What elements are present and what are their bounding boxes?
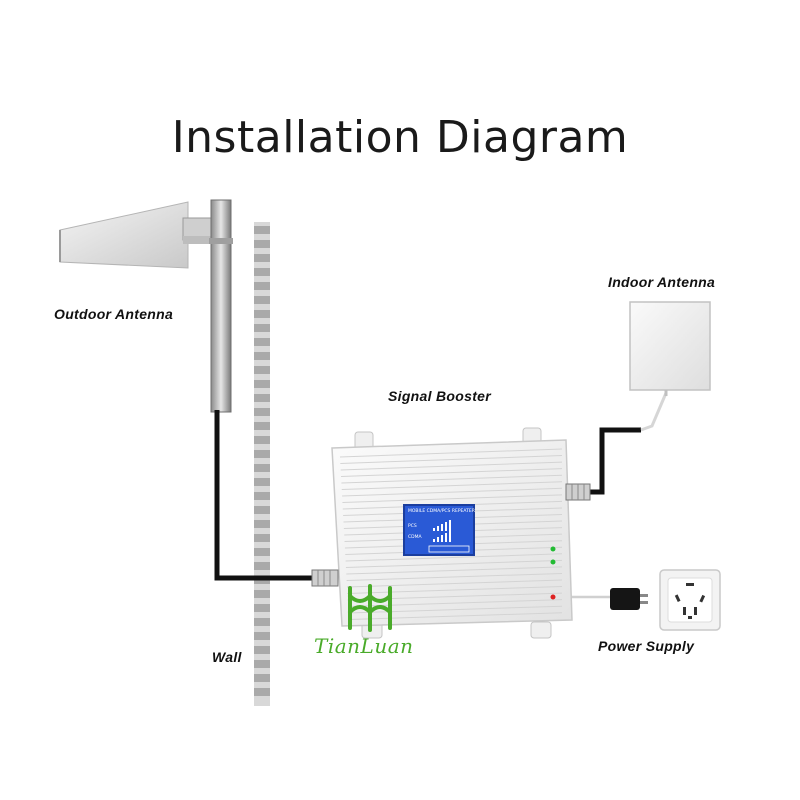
wall-segment [254,548,270,556]
booster-fin [348,605,563,614]
indoor-cable [584,427,641,495]
label-signal-booster: Signal Booster [388,388,491,404]
booster-fin [341,468,563,477]
wall-segment [254,646,270,654]
label-outdoor-antenna: Outdoor Antenna [54,306,174,322]
indoor-cable-thin [640,392,668,432]
wall-segment [254,660,270,668]
wall-segment [254,310,270,318]
wall-segment [254,338,270,346]
led-red [550,594,556,600]
wall-segment [254,604,270,612]
wall-segment [254,464,270,472]
lcd-band-pcs: PCS [408,524,417,529]
booster-fin [342,487,563,497]
outdoor-port-connector [311,569,339,587]
wall-segment [254,282,270,290]
booster-fin [346,572,563,581]
booster-fin [341,481,563,490]
label-indoor-antenna: Indoor Antenna [608,274,716,290]
wall-segment [254,688,270,696]
lcd-header: MOBILE CDMA/PCS REPEATER [408,509,475,514]
wall-segment [254,254,270,262]
wall [254,222,270,706]
cables [214,392,668,599]
wall-segment [254,534,270,542]
wall-segment [254,296,270,304]
wall-segment [254,436,270,444]
wall-segment [254,268,270,276]
brand-watermark: TianLuan [314,634,414,658]
wall-segment [254,478,270,486]
wall-segment [254,324,270,332]
booster-fin [345,553,563,562]
wall-segment [254,450,270,458]
wall-segment [254,380,270,388]
booster-fin [348,612,563,620]
booster-fin [345,559,563,568]
wall-segment [254,352,270,360]
brand-logo-icon [348,584,392,632]
indoor-antenna [629,301,711,396]
booster-fin [341,474,563,484]
wall-segment [254,674,270,682]
booster-lcd-display: MOBILE CDMA/PCS REPEATER PCS CDMA [403,504,475,556]
wall-segment [254,408,270,416]
outdoor-antenna [59,199,233,413]
power-socket [659,569,721,631]
label-wall: Wall [212,649,242,665]
booster-fin [346,566,563,575]
booster-fin [339,448,563,458]
wall-segment [254,520,270,528]
lcd-signal-bars [428,520,470,553]
led-green-1 [550,546,556,552]
wall-segment [254,226,270,234]
wall-segment [254,492,270,500]
led-green-2 [550,559,556,565]
wall-segment [254,366,270,374]
outdoor-cable [214,410,318,581]
wall-segment [254,394,270,402]
label-power-supply: Power Supply [598,638,695,654]
booster-fin [342,494,563,503]
power-adapter [610,588,648,610]
wall-segment [254,422,270,430]
wall-segment [254,240,270,248]
booster-fin [348,599,563,607]
booster-fin [346,579,563,588]
page-title: Installation Diagram [171,112,629,163]
indoor-port-connector [565,483,591,501]
wall-segment [254,618,270,626]
wall-segment [254,632,270,640]
booster-fin [340,461,563,471]
wall-segment [254,562,270,570]
lcd-band-cdma: CDMA [408,535,422,540]
wall-segment [254,506,270,514]
booster-fin [347,586,563,594]
wall-segment [254,590,270,598]
booster-fin [340,455,563,464]
wall-segments [254,226,270,696]
